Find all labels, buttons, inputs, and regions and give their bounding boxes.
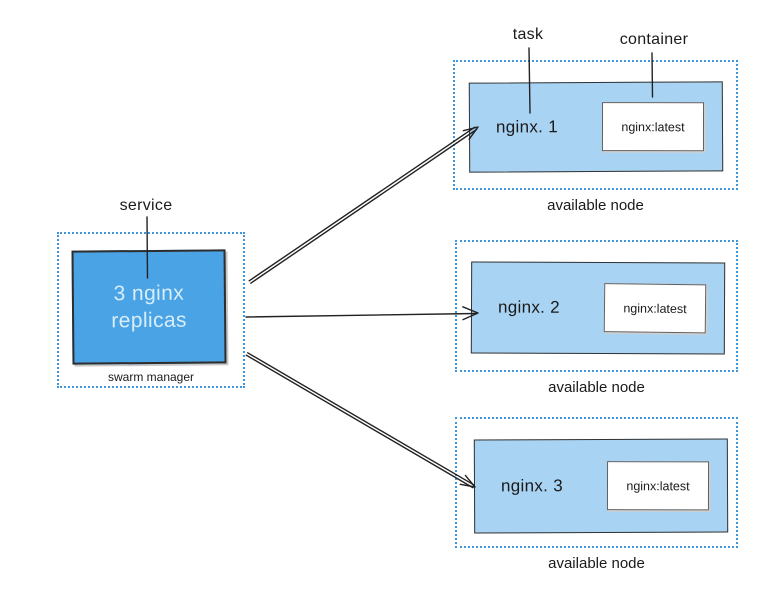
container-2-label: nginx:latest xyxy=(623,300,687,316)
node-1-border: nginx. 1 nginx:latest xyxy=(453,60,738,190)
available-node-3: nginx. 3 nginx:latest available node xyxy=(455,417,738,572)
service-text-line2: replicas xyxy=(111,308,187,333)
container-box-1: nginx:latest xyxy=(601,102,705,152)
available-node-2: nginx. 2 nginx:latest available node xyxy=(455,240,738,396)
arrow-node3-line-b xyxy=(247,352,475,486)
container-3-label: nginx:latest xyxy=(626,478,690,493)
arrow-node2-line xyxy=(245,312,477,318)
service-replicas-text: 3 nginx replicas xyxy=(111,280,187,335)
arrow-node1-line-b xyxy=(248,126,476,282)
task-box-1: nginx. 1 nginx:latest xyxy=(468,81,724,173)
task-2-label: nginx. 2 xyxy=(497,297,560,317)
service-text-line1: 3 nginx xyxy=(113,281,185,306)
swarm-manager-caption: swarm manager xyxy=(107,370,195,384)
node-2-caption: available node xyxy=(548,379,645,396)
container-box-2: nginx:latest xyxy=(603,283,707,334)
node-3-border: nginx. 3 nginx:latest xyxy=(455,417,738,548)
service-label: service xyxy=(119,197,173,214)
arrow-node1-line-a xyxy=(250,128,478,284)
node-3-caption: available node xyxy=(548,555,645,572)
container-box-3: nginx:latest xyxy=(606,461,710,511)
container-label: container xyxy=(619,31,689,48)
task-1-label: nginx. 1 xyxy=(495,117,559,137)
swarm-manager-node: 3 nginx replicas swarm manager xyxy=(57,232,245,388)
task-label: task xyxy=(512,26,544,43)
node-2-border: nginx. 2 nginx:latest xyxy=(455,240,738,372)
task-box-2: nginx. 2 nginx:latest xyxy=(470,261,726,355)
container-1-label: nginx:latest xyxy=(621,119,685,134)
service-box: 3 nginx replicas xyxy=(71,249,227,365)
available-node-1: nginx. 1 nginx:latest available node xyxy=(453,60,738,214)
task-3-label: nginx. 3 xyxy=(500,476,563,496)
node-1-caption: available node xyxy=(547,197,644,214)
arrow-node3-line-a xyxy=(245,354,474,489)
task-box-3: nginx. 3 nginx:latest xyxy=(473,438,729,534)
